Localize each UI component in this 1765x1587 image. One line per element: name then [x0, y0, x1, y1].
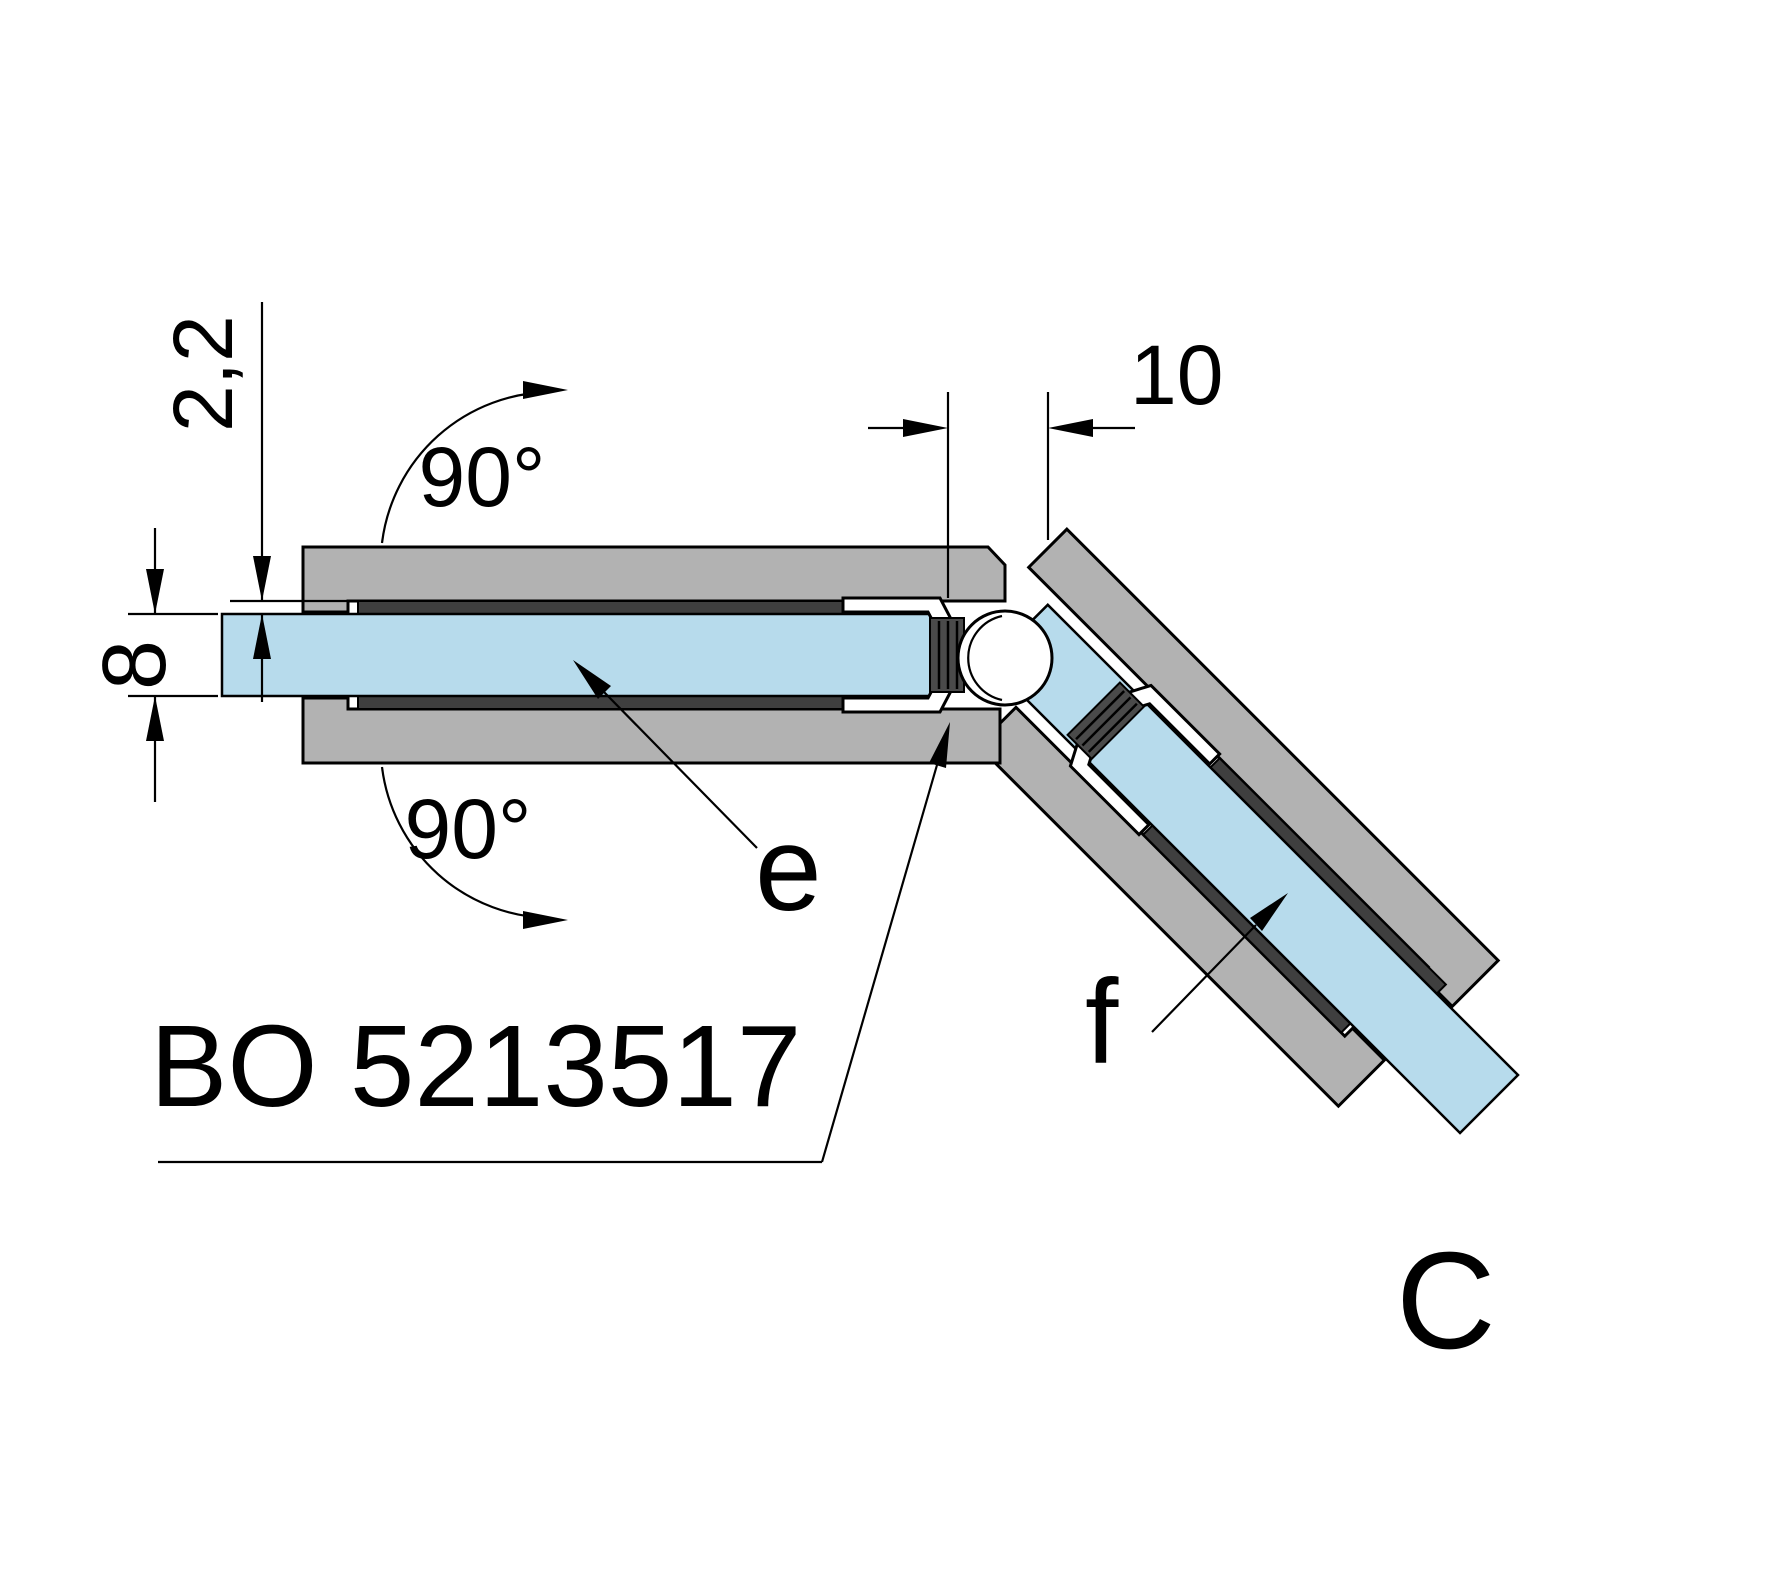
hinge-knuckle — [956, 609, 1054, 707]
bottom-profile — [301, 696, 1002, 765]
angled-seal-rib — [1087, 702, 1138, 753]
swing-arrow-upper — [523, 381, 568, 399]
dim-seal-gap-arrow-down — [253, 556, 271, 601]
label-e-leader — [603, 691, 758, 849]
dim-offset-label: 10 — [1130, 328, 1223, 422]
bottom-gasket — [357, 695, 849, 710]
dim-offset-arrow-left — [1048, 419, 1093, 437]
label-e-text: e — [755, 802, 822, 936]
hinge-knuckle-inner-arc — [967, 614, 1003, 702]
section-marker-text: C — [1396, 1224, 1496, 1378]
swing-angle-lower-label: 90° — [404, 782, 531, 876]
swing-arc-upper — [380, 390, 552, 544]
swing-arrow-lower — [523, 911, 568, 929]
angled-leaf-group — [975, 527, 1520, 1135]
label-f-arrow — [1250, 893, 1288, 931]
swing-angle-upper-label: 90° — [418, 430, 545, 524]
label-e-arrow — [573, 660, 611, 699]
dim-glass-arrow-up — [146, 696, 164, 741]
glass-panel-e — [220, 612, 950, 698]
label-f-leader — [1151, 924, 1257, 1033]
angled-seal-rib — [1075, 690, 1126, 741]
part-number-leader — [820, 764, 939, 1163]
dim-seal-gap-label: 2,2 — [156, 315, 250, 432]
dim-offset-arrow-right — [903, 419, 948, 437]
dim-glass-arrow-down — [146, 569, 164, 614]
angled-seal-rib — [1081, 696, 1132, 747]
dim-seal-gap-arrow-up — [253, 614, 271, 659]
top-gasket — [357, 600, 849, 615]
dim-glass-label: 8 — [85, 640, 185, 690]
part-number-text: BO 5213517 — [150, 1001, 801, 1131]
swing-arc-lower — [380, 766, 552, 920]
part-number-arrow — [929, 722, 950, 768]
label-f-text: f — [1085, 955, 1119, 1089]
